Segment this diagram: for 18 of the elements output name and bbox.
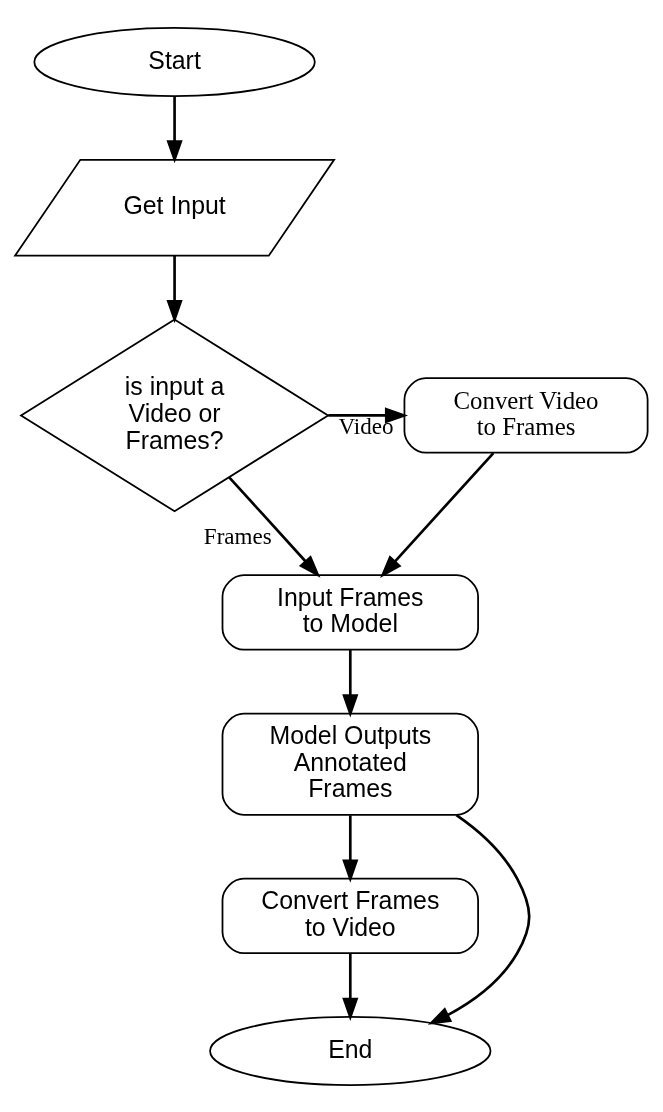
node-box: Convert Frames to Video xyxy=(221,877,479,954)
arrow xyxy=(342,814,359,883)
arrow xyxy=(166,95,183,163)
node-box: Model Outputs Annotated Frames xyxy=(221,712,479,816)
edge-label: Frames xyxy=(203,522,272,549)
edge-label: Video xyxy=(338,412,394,439)
arrow xyxy=(328,406,409,423)
arrow xyxy=(342,649,359,717)
arrow xyxy=(166,255,183,323)
node-ellipse: Start xyxy=(33,26,316,97)
arrow xyxy=(427,813,531,1025)
arrow xyxy=(342,953,359,1021)
node-box: Convert Video to Frames xyxy=(403,376,649,454)
node-ellipse: End xyxy=(209,1015,492,1086)
arrow xyxy=(380,451,495,578)
node-box: Input Frames to Model xyxy=(221,573,479,651)
node-diamond: is input a Video or Frames? xyxy=(19,318,330,512)
arrow xyxy=(228,475,321,578)
